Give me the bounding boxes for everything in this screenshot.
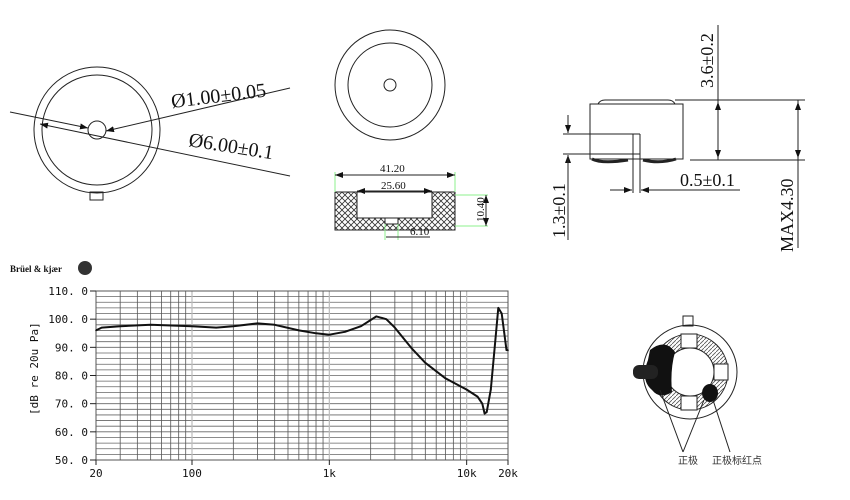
data-point (497, 307, 500, 309)
data-point (493, 346, 496, 349)
y-tick-label: 60. 0 (55, 426, 88, 439)
frequency-response-chart: 110. 0 100. 0 90. 0 80. 0 70. 0 60. 0 50. 0 20… (28, 285, 518, 480)
data-point (465, 388, 468, 391)
cross-section: 41.20 25.60 10.40 6.10 (334, 163, 489, 240)
y-axis-label: [dB re 20u Pa] (28, 322, 41, 415)
data-point (149, 324, 152, 326)
data-point (315, 332, 317, 335)
outer-circle (33, 66, 161, 194)
data-point (95, 329, 97, 332)
data-point (344, 331, 346, 333)
data-point (360, 325, 362, 328)
x-tick-label: 10k (457, 467, 477, 480)
y-tick-label: 50. 0 (55, 454, 88, 467)
x-tick-label: 20k (498, 467, 518, 480)
chart-grid (95, 290, 509, 461)
data-point (507, 349, 509, 351)
data-point (232, 325, 235, 328)
label-positive: 正极 (678, 454, 698, 467)
y-axis: 110. 0 100. 0 90. 0 80. 0 70. 0 60. 0 50. 0 (48, 285, 96, 467)
dim-height: 10.40 (475, 197, 487, 222)
x-axis: 20 100 1k 10k 20k (89, 460, 518, 480)
dim-pin-height: 1.3±0.1 (549, 183, 569, 238)
data-point (119, 325, 121, 328)
positive-terminal (644, 344, 675, 396)
data-point (328, 333, 331, 336)
data-point (500, 312, 503, 315)
data-point (385, 318, 388, 320)
center-hole (383, 78, 397, 92)
dim-overall: 41.20 (380, 163, 405, 175)
dim-cavity: 25.60 (381, 180, 406, 192)
dim-hole-label: Ø1.00±0.05 (170, 79, 267, 112)
dim-outer-label: Ø6.00±0.1 (187, 129, 275, 164)
body-outline (589, 103, 684, 160)
data-point (505, 349, 508, 351)
data-point (256, 322, 259, 325)
x-tick-label: 1k (323, 467, 337, 480)
y-tick-label: 100. 0 (48, 313, 88, 326)
label-positive-red-dot: 正极标红点 (712, 454, 762, 467)
inner-circle (41, 74, 153, 186)
data-point (483, 412, 486, 415)
brand: Brüel & kjær (10, 261, 92, 275)
side-view: 3.6±0.2 MAX4.30 1.3±0.1 0.5±0.1 (549, 25, 805, 252)
dim-hole: 6.10 (410, 226, 430, 238)
data-point (394, 326, 396, 329)
data-point (476, 395, 479, 398)
middle-top-view (334, 29, 446, 141)
tab (89, 191, 104, 201)
brand-name: Brüel & kjær (10, 264, 62, 274)
data-point (215, 326, 217, 329)
bottom-view: 正极 正极标红点 (633, 315, 762, 467)
data-point (191, 325, 193, 328)
data-point (375, 315, 378, 318)
data-point (481, 402, 484, 405)
y-tick-label: 110. 0 (48, 285, 88, 298)
x-tick-label: 100 (182, 467, 202, 480)
data-point (444, 377, 447, 380)
data-point (273, 324, 276, 326)
data-point (298, 329, 300, 332)
top-view: Ø1.00±0.05 Ø6.00±0.1 (9, 66, 291, 201)
y-tick-label: 90. 0 (55, 341, 88, 354)
data-point (424, 362, 427, 364)
y-tick-label: 80. 0 (55, 370, 88, 383)
data-point (411, 347, 413, 350)
data-point (100, 326, 103, 329)
series-layer (95, 306, 509, 415)
x-tick-label: 20 (89, 467, 102, 480)
dim-pin-width: 0.5±0.1 (680, 170, 735, 190)
data-point (490, 388, 492, 391)
bk-logo-icon (78, 261, 92, 275)
dim-max: MAX4.30 (777, 178, 797, 252)
dim-height: 3.6±0.2 (697, 33, 717, 88)
y-tick-label: 70. 0 (55, 398, 88, 411)
red-dot-marker (702, 384, 718, 402)
data-point (485, 411, 488, 413)
